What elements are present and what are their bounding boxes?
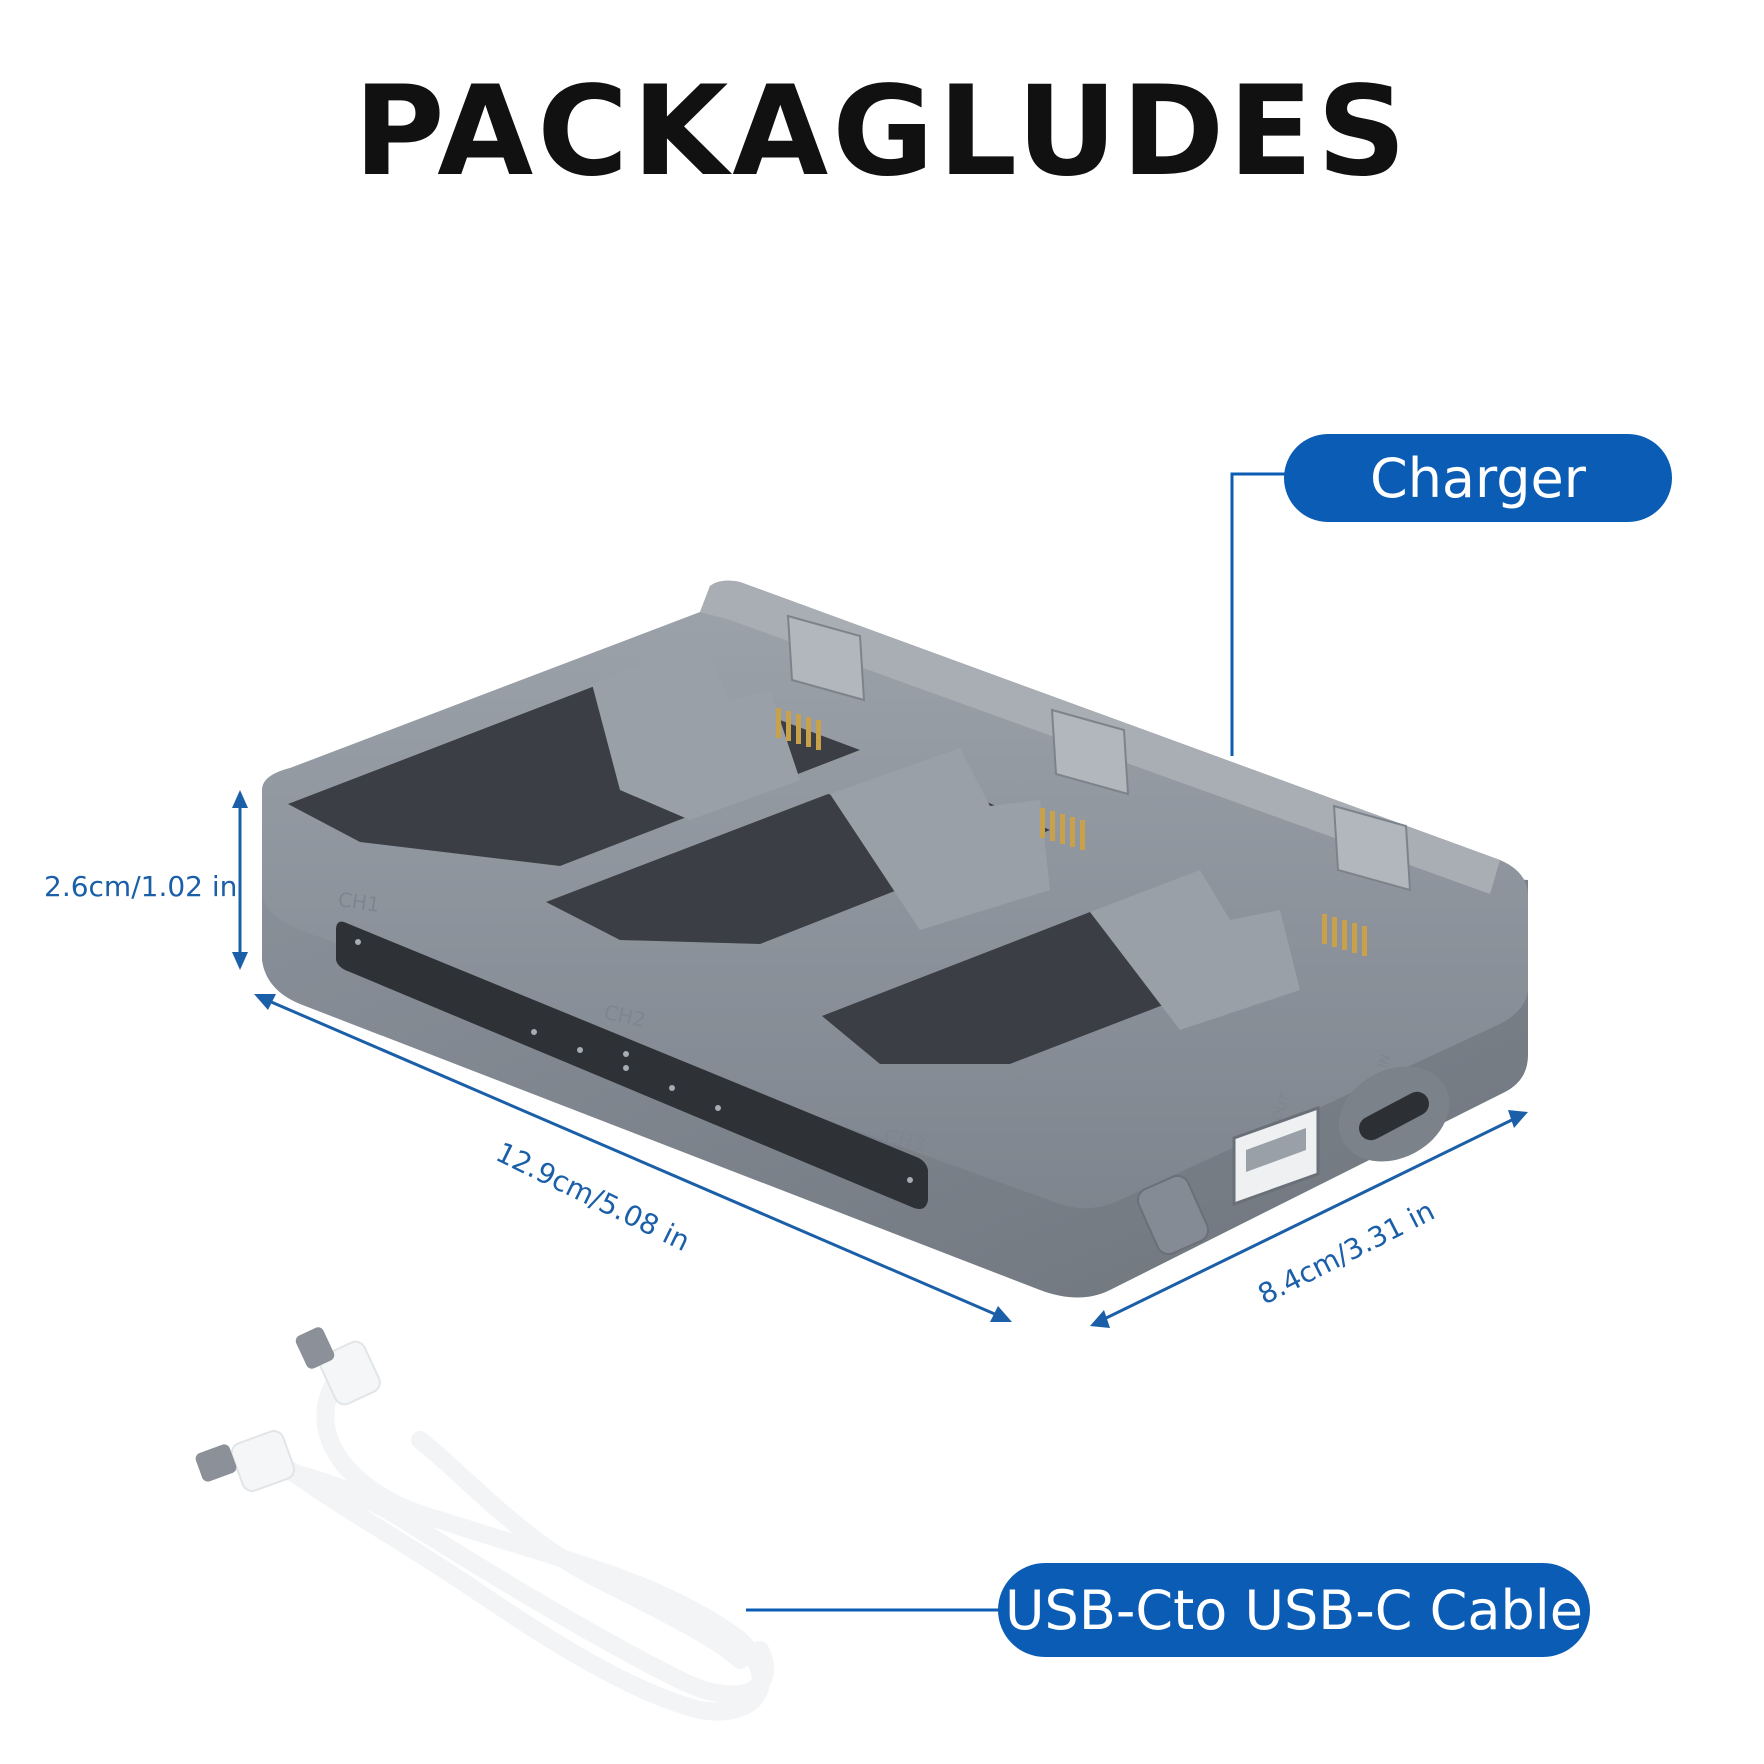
usb-a-port	[1232, 1105, 1320, 1207]
length-dimension	[254, 994, 1012, 1322]
bay-divider-1	[592, 640, 800, 820]
connector-clip-2	[1040, 708, 1130, 850]
power-button	[1136, 1174, 1210, 1256]
page-title: PACKAGLUDES	[353, 60, 1411, 204]
connector-clip-3	[1322, 804, 1412, 956]
height-dimension	[232, 790, 248, 970]
led-strip	[336, 921, 928, 1209]
height-dimension-label: 2.6cm/1.02 in	[44, 870, 238, 903]
bay-divider-3	[1090, 870, 1300, 1030]
charger-callout-line	[1230, 472, 1290, 756]
charger-label: Charger	[1284, 434, 1672, 522]
connector-clip-1	[776, 614, 866, 750]
width-dimension	[1090, 1110, 1528, 1328]
usb-c-plug-1	[295, 1327, 381, 1406]
cable-label: USB-Cto USB-C Cable	[998, 1563, 1590, 1657]
charger-device	[262, 580, 1528, 1298]
usb-c-plug-2	[195, 1430, 296, 1492]
bay-divider-2	[830, 748, 1050, 930]
usb-c-cable	[227, 1371, 775, 1721]
usb-c-port	[1338, 1066, 1450, 1162]
led-indicators	[355, 939, 913, 1183]
